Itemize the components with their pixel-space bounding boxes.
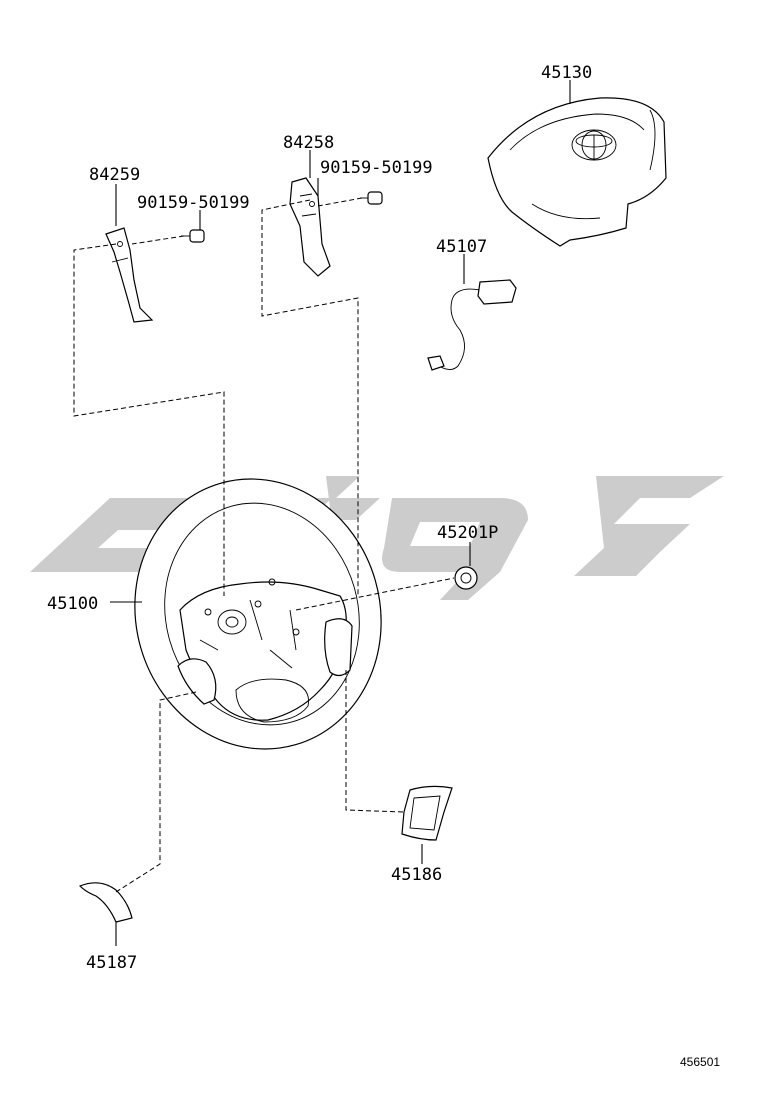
label-84258: 84258	[283, 133, 334, 153]
bolt-90159-50199-left	[181, 229, 205, 243]
label-45201P: 45201P	[437, 523, 498, 543]
bracket-84258	[289, 177, 331, 277]
horn-pad-45130	[487, 97, 667, 247]
label-45187: 45187	[86, 953, 137, 973]
label-45100: 45100	[47, 594, 98, 614]
brand-logo-watermark	[30, 476, 724, 600]
steering-wheel-45100	[134, 478, 382, 750]
label-90159-50199-right: 90159-50199	[320, 158, 433, 178]
leader-lines	[110, 80, 571, 946]
figure-reference: 456501	[680, 1055, 720, 1069]
label-45186: 45186	[391, 865, 442, 885]
nut-45201P	[454, 566, 478, 590]
label-84259: 84259	[89, 165, 140, 185]
bolt-90159-50199-right	[360, 191, 383, 205]
bracket-84259	[105, 227, 154, 323]
cover-45186	[401, 785, 453, 841]
label-45130: 45130	[541, 63, 592, 83]
cover-45187	[78, 882, 133, 923]
assembly-lines	[73, 197, 455, 893]
label-45107: 45107	[436, 237, 487, 257]
spiral-cable-45107	[427, 279, 517, 371]
label-90159-50199-left: 90159-50199	[137, 193, 250, 213]
